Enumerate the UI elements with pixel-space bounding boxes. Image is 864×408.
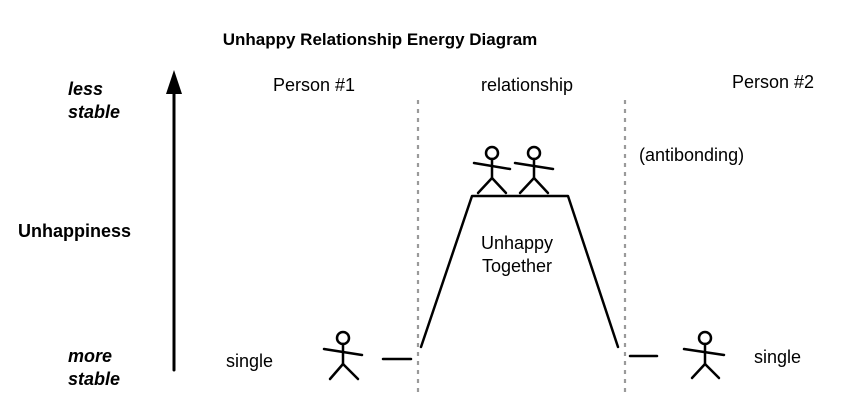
left-single-label: single — [226, 351, 273, 371]
person1-stick-figure-icon — [322, 330, 364, 381]
axis-bottom-label-line2: stable — [68, 369, 120, 389]
axis-middle-label: Unhappiness — [18, 221, 131, 241]
together-label-line1: Unhappy — [481, 233, 553, 253]
relationship-energy-curve — [419, 194, 620, 349]
axis-top-label-line1: less — [68, 79, 103, 99]
person2-stick-figure-icon — [682, 330, 726, 380]
column-relationship-label: relationship — [481, 75, 573, 95]
antibonding-label: (antibonding) — [639, 145, 744, 165]
unhappiness-axis-arrow — [166, 70, 182, 372]
diagram-title: Unhappy Relationship Energy Diagram — [223, 30, 538, 49]
together-label-line2: Together — [482, 256, 552, 276]
column-person2-label: Person #2 — [732, 72, 814, 92]
right-single-label: single — [754, 347, 801, 367]
axis-top-label-line2: stable — [68, 102, 120, 122]
column-person1-label: Person #1 — [273, 75, 355, 95]
couple-stick-figures-icon — [472, 145, 555, 195]
axis-bottom-label-line1: more — [68, 346, 112, 366]
